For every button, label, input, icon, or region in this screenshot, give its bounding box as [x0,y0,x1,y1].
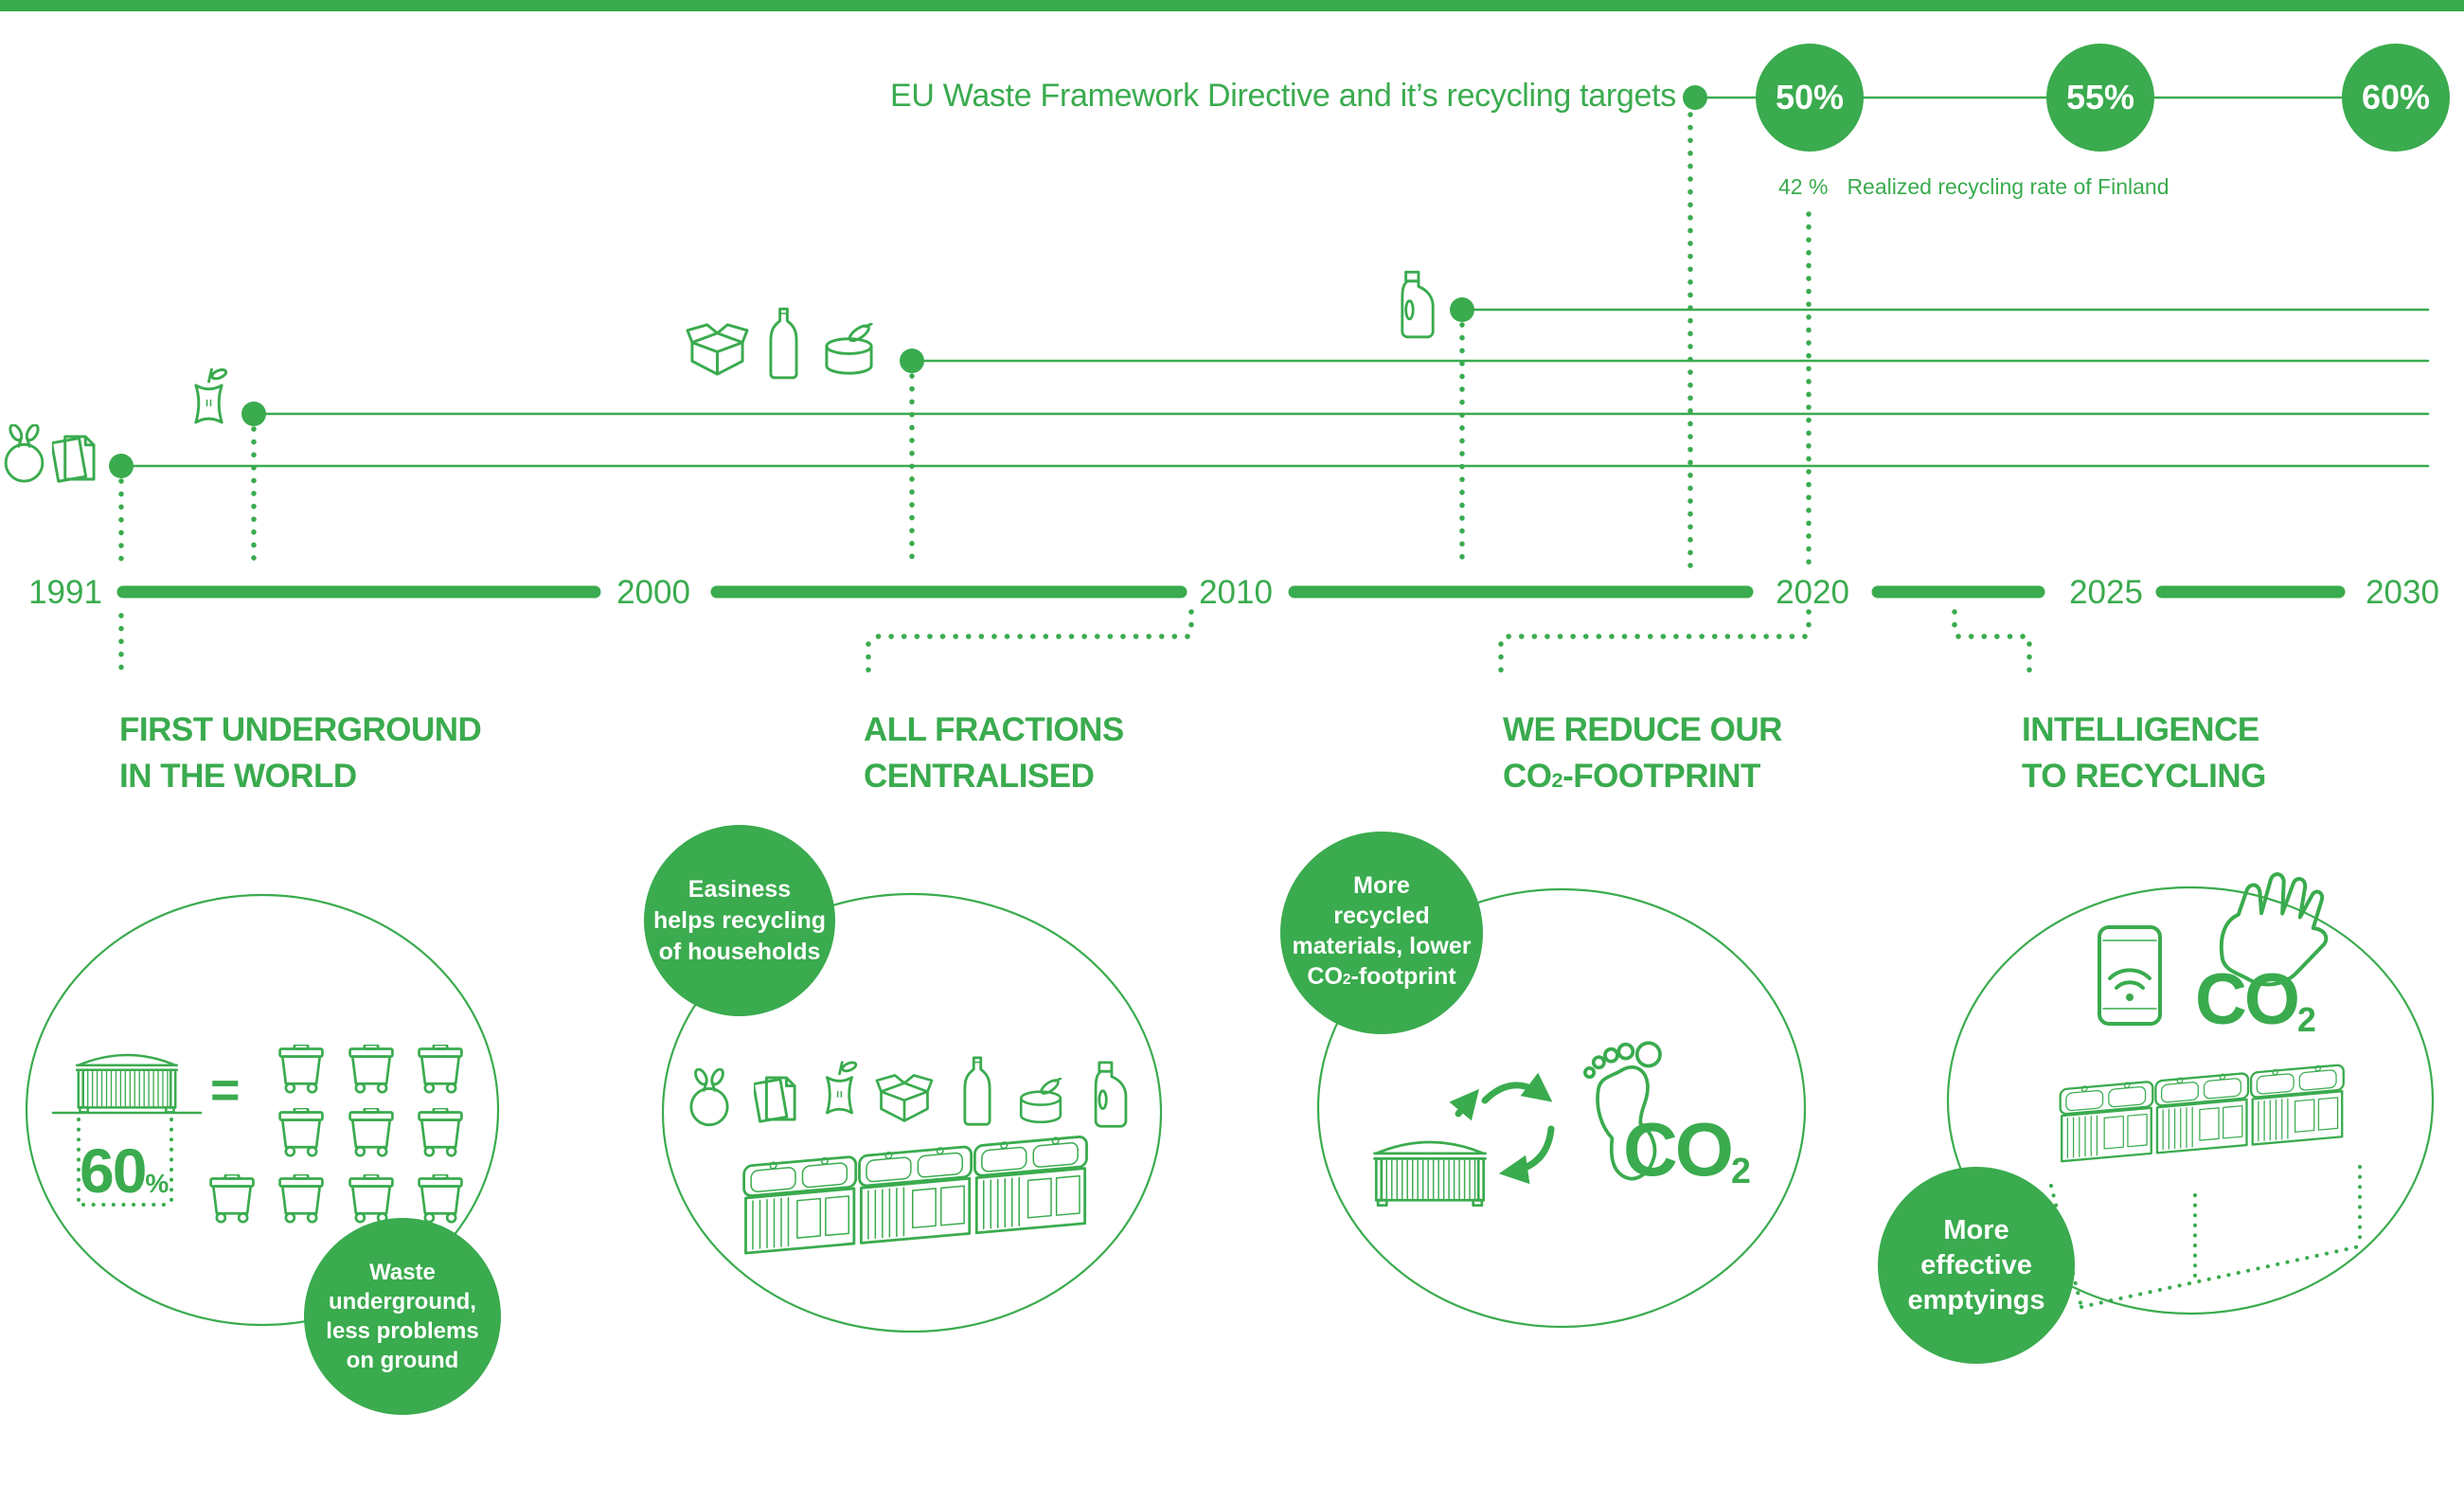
apple-core-icon [194,367,229,424]
glass-bottle-icon [963,1056,991,1126]
section-connectors [118,609,2032,679]
fraction-lines [109,297,2430,478]
recycle-arrow-small [1449,1088,1479,1121]
section2-heading-line1: ALL FRACTIONS [864,711,1124,748]
top-green-bar [0,0,2464,11]
sixty-percent-value: 60 [80,1136,147,1206]
tin-can-icon [825,323,873,375]
target-60-circle: 60% [2342,44,2450,152]
dotted-guides [118,112,1812,571]
sixty-percent-unit: % [145,1169,170,1198]
section1-circle [25,893,500,1327]
tin-can-icon [1019,1078,1062,1124]
section4-heading: INTELLIGENCE TO RECYCLING [2022,707,2266,799]
year-2020: 2020 [1776,574,1849,611]
section3-circle [1316,887,1807,1329]
glass-bottle-icon [769,307,798,380]
underground-vs-bins-illustration [51,1045,463,1224]
year-2000: 2000 [616,574,690,611]
badge-easiness: Easiness helps recycling of households [644,825,835,1016]
section4-heading-line1: INTELLIGENCE [2022,711,2259,748]
section1-heading-line1: FIRST UNDERGROUND [119,711,482,748]
section2-heading-line2: CENTRALISED [864,758,1095,795]
container-row-icon [742,1133,1088,1255]
section3-heading-line1: WE REDUCE OUR [1503,711,1782,748]
section3-heading-line2: CO2-FOOTPRINT [1503,758,1760,795]
trash-bag-icon [689,1068,729,1127]
badge-waste-underground: Waste underground, less problems on grou… [304,1218,501,1415]
badge-effective-emptyings: More effective emptyings [1878,1167,2075,1364]
cardboard-box-icon [875,1074,934,1122]
wheelie-bins-group [209,1045,463,1224]
fractions-centralised-illustration [689,1056,1128,1255]
co2-footprint-illustration [1373,1037,1679,1208]
section3-heading: WE REDUCE OUR CO2-FOOTPRINT [1503,707,1782,803]
detergent-bottle-icon [1401,270,1435,339]
section1-heading: FIRST UNDERGROUND IN THE WORLD [119,707,482,799]
year-1991: 1991 [28,574,102,611]
page-title: EU Waste Framework Directive and it’s re… [890,78,1676,114]
section2-heading: ALL FRACTIONS CENTRALISED [864,707,1124,799]
recycle-arrow-bottom [1498,1125,1555,1185]
section4-heading-line2: TO RECYCLING [2022,758,2266,795]
trash-bag-icon [4,424,45,483]
paper-icon [52,435,96,483]
underground-dashed-box [77,1118,173,1207]
underground-dotted-outline [2049,1165,2362,1309]
realized-rate: 42 % Realized recycling rate of Finland [1778,174,2169,200]
apple-core-icon [825,1059,859,1115]
year-2010: 2010 [1199,574,1273,611]
biowaste-start-dot [241,402,266,426]
target-60-label: 60% [2361,78,2431,116]
packaging-start-dot [900,349,924,373]
smartphone-wifi-icon [2098,925,2162,1026]
sixty-percent-stat: 60% [80,1135,169,1207]
plastics-start-dot [1450,297,1474,322]
section2-circle [661,892,1163,1333]
year-2030: 2030 [2366,574,2439,611]
section1-heading-line2: IN THE WORLD [119,758,357,795]
co2-text-hand: CO2 [2195,959,2316,1040]
cardboard-box-icon [686,323,749,376]
realized-rate-label: Realized recycling rate of Finland [1847,174,2169,199]
mixed-waste-start-dot [109,454,134,478]
target-55-label: 55% [2065,78,2135,116]
badge-recycled-materials: More recycled materials, lower CO2-footp… [1280,832,1483,1034]
molok-container-icon [1373,1140,1487,1208]
section4-circle [1946,886,2435,1315]
smart-recycling-illustration [2049,871,2362,1309]
target-50-label: 50% [1775,78,1845,116]
year-2025: 2025 [2069,574,2143,611]
paper-icon [754,1076,796,1123]
co2-text-footprint: CO2 [1623,1107,1751,1191]
target-55-circle: 55% [2046,44,2154,152]
realized-rate-value: 42 % [1778,174,1829,199]
target-50-circle: 50% [1756,44,1864,152]
container-row-icon [2059,1062,2346,1163]
recycle-arrow-top [1481,1072,1553,1104]
detergent-bottle-icon [1094,1061,1128,1128]
equals-sign: = [210,1062,241,1118]
molok-container-icon [75,1053,179,1114]
